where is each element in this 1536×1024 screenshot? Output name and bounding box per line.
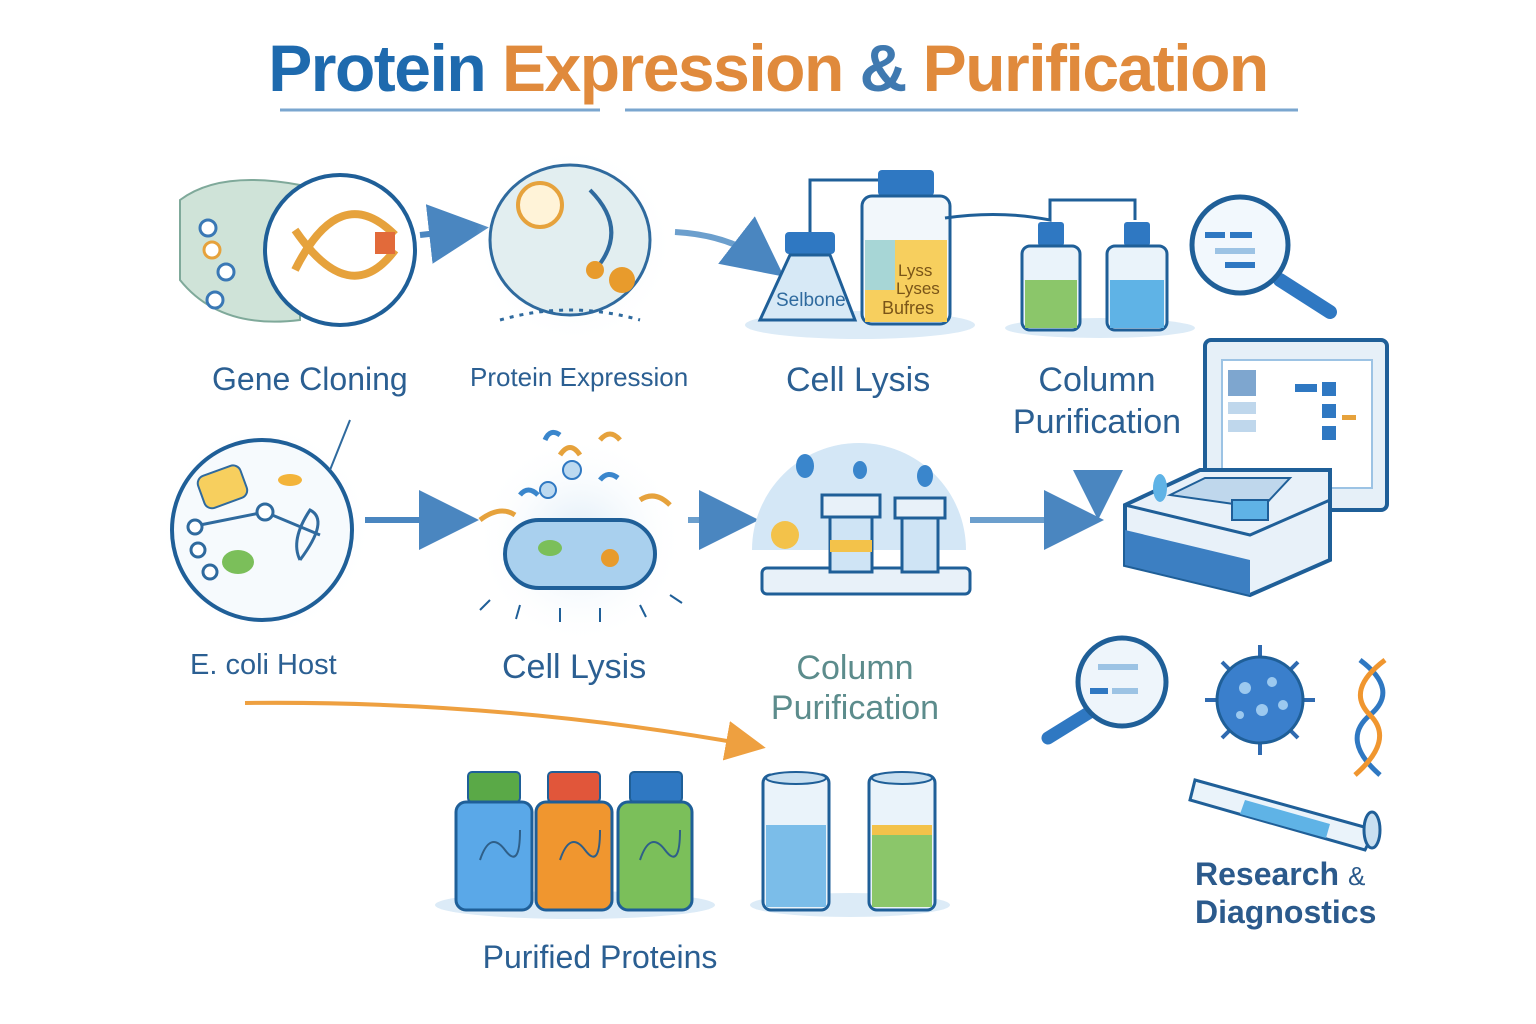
label-column-purification-mid-1: Column [796, 649, 914, 687]
cell-lysis-icon [475, 429, 685, 645]
label-purified-proteins: Purified Proteins [482, 939, 718, 975]
label-cell-lysis-top: Cell Lysis [786, 361, 931, 399]
magnifier-icon [1189, 194, 1337, 319]
title-word-protein: Protein [268, 31, 486, 105]
lysis-bottles-icon: Selbone Lyss Lyses Bufres [745, 170, 975, 339]
bottle-label-right-1: Lyss [898, 261, 932, 280]
lab-instrument-icon [1123, 338, 1389, 598]
title-word-purification: Purification [922, 31, 1270, 105]
label-column-purification-top-2: Purification [1012, 403, 1182, 441]
magnifier-small-icon [1041, 635, 1169, 745]
bottle-label-right-2: Lyses [896, 279, 940, 298]
research-word: Research [1195, 856, 1340, 892]
label-research-diagnostics: Research & Diagnostics [1195, 855, 1376, 932]
protein-expression-cell-icon [475, 145, 675, 345]
label-column-purification-mid-2: Purification [770, 689, 940, 727]
purified-protein-bottles-icon [435, 771, 715, 919]
research-amp: & [1347, 861, 1366, 891]
orange-arrow-icon [244, 700, 766, 761]
label-column-purification-top-1: Column [1038, 361, 1156, 399]
label-gene-cloning: Gene Cloning [212, 361, 408, 397]
column-bottles-icon [944, 198, 1195, 338]
title-ampersand: & [859, 31, 908, 105]
syringe-icon [1188, 778, 1382, 852]
label-protein-expression: Protein Expression [470, 362, 689, 392]
arrow-icon [419, 204, 489, 264]
title-word-expression: Expression [501, 31, 844, 105]
title: Protein Expression & Purification [0, 30, 1536, 106]
label-ecoli-host: E. coli Host [190, 649, 337, 681]
gene-cloning-icon [179, 173, 417, 327]
label-cell-lysis-mid: Cell Lysis [502, 648, 647, 686]
column-station-icon [752, 443, 972, 596]
dna-icon [1353, 658, 1387, 777]
ecoli-host-icon [155, 419, 375, 640]
virus-icon [1205, 645, 1315, 755]
arrow-icon [674, 216, 785, 277]
bottle-label-right-3: Bufres [882, 298, 934, 318]
bottle-label-left: Selbone [776, 290, 846, 311]
diagnostics-word: Diagnostics [1195, 894, 1377, 931]
sample-tubes-icon [750, 771, 950, 917]
